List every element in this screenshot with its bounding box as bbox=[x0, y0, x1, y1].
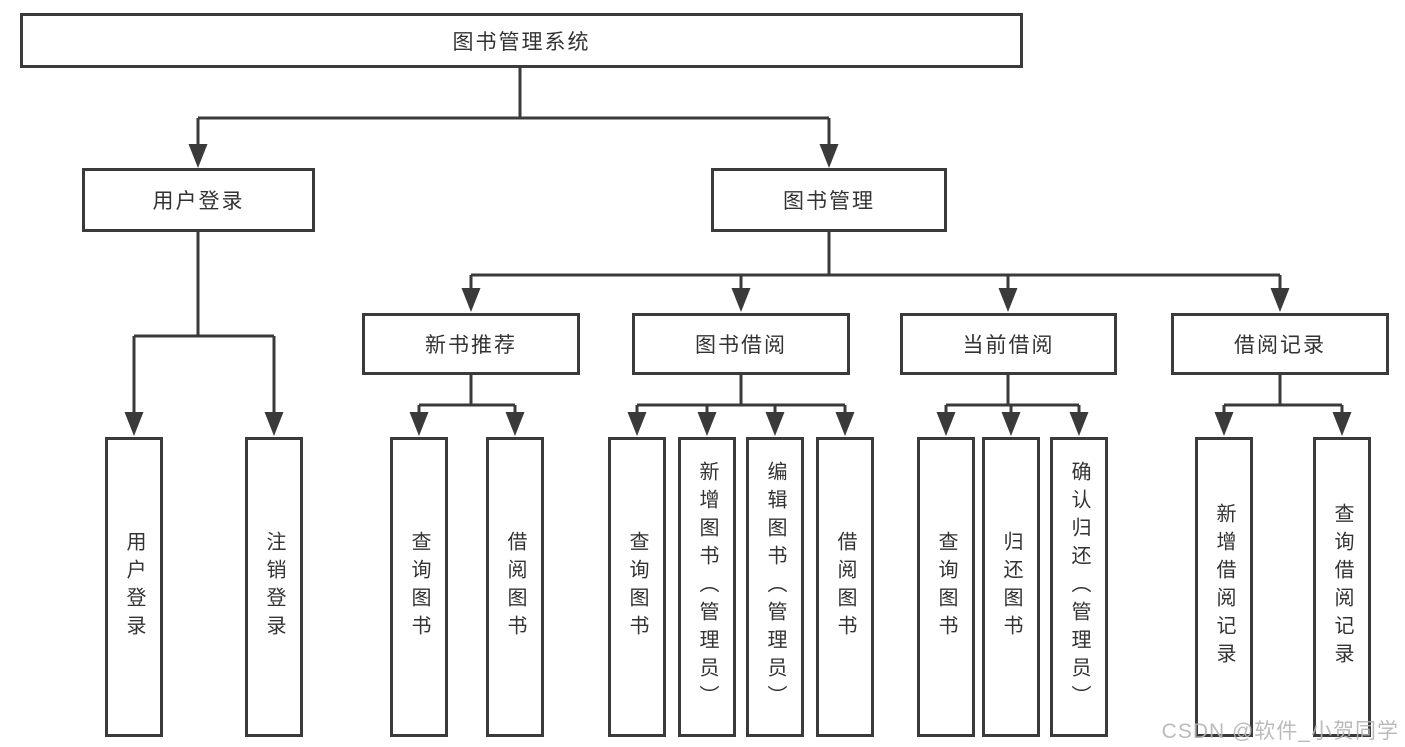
node-book-management: 图书管理 bbox=[711, 168, 947, 232]
leaf-query-books-3-label: 查询图书 bbox=[935, 531, 957, 643]
leaf-return-books-label: 归还图书 bbox=[1000, 531, 1022, 643]
connector-current-borrow-rail bbox=[946, 375, 1079, 407]
leaf-query-borrow-record: 查询借阅记录 bbox=[1313, 437, 1371, 737]
leaf-edit-books-admin: 编辑图书（管理员） bbox=[746, 437, 804, 737]
connector-book-borrow-rail bbox=[637, 375, 845, 407]
connector-user-login-rail bbox=[134, 232, 274, 338]
node-book-borrow: 图书借阅 bbox=[632, 313, 850, 375]
node-user-login: 用户登录 bbox=[82, 168, 315, 232]
connector-root-rail bbox=[198, 68, 829, 120]
node-root: 图书管理系统 bbox=[20, 13, 1023, 68]
connector-new-books-rail bbox=[419, 375, 515, 407]
leaf-edit-books-admin-label: 编辑图书（管理员） bbox=[764, 461, 786, 713]
leaf-confirm-return-admin: 确认归还（管理员） bbox=[1050, 437, 1108, 737]
leaf-logout: 注销登录 bbox=[245, 437, 303, 737]
node-book-borrow-label: 图书借阅 bbox=[695, 334, 787, 357]
leaf-add-borrow-record: 新增借阅记录 bbox=[1195, 437, 1253, 737]
leaf-borrow-books-1: 借阅图书 bbox=[486, 437, 544, 737]
leaf-query-books-1: 查询图书 bbox=[390, 437, 448, 737]
node-root-label: 图书管理系统 bbox=[452, 30, 591, 54]
leaf-user-login-label: 用户登录 bbox=[123, 531, 145, 643]
connector-borrow-records-rail bbox=[1224, 375, 1342, 407]
node-current-borrow-label: 当前借阅 bbox=[962, 334, 1055, 357]
node-new-books: 新书推荐 bbox=[362, 313, 580, 375]
node-borrow-records-label: 借阅记录 bbox=[1234, 334, 1326, 357]
node-new-books-label: 新书推荐 bbox=[425, 334, 517, 357]
leaf-borrow-books-1-label: 借阅图书 bbox=[504, 531, 526, 643]
leaf-confirm-return-admin-label: 确认归还（管理员） bbox=[1068, 461, 1090, 713]
leaf-return-books: 归还图书 bbox=[982, 437, 1040, 737]
leaf-query-books-3: 查询图书 bbox=[917, 437, 975, 737]
leaf-query-books-1-label: 查询图书 bbox=[408, 531, 430, 643]
leaf-logout-label: 注销登录 bbox=[263, 531, 285, 643]
leaf-query-books-2: 查询图书 bbox=[608, 437, 666, 737]
leaf-borrow-books-2-label: 借阅图书 bbox=[834, 531, 856, 643]
leaf-add-books-admin: 新增图书（管理员） bbox=[678, 437, 736, 737]
leaf-borrow-books-2: 借阅图书 bbox=[816, 437, 874, 737]
leaf-add-books-admin-label: 新增图书（管理员） bbox=[696, 461, 718, 713]
node-book-management-label: 图书管理 bbox=[783, 190, 875, 213]
connector-book-management-rail bbox=[471, 232, 1280, 277]
leaf-add-borrow-record-label: 新增借阅记录 bbox=[1213, 503, 1235, 671]
node-borrow-records: 借阅记录 bbox=[1171, 313, 1389, 375]
leaf-query-books-2-label: 查询图书 bbox=[626, 531, 648, 643]
leaf-user-login: 用户登录 bbox=[105, 437, 163, 737]
node-user-login-label: 用户登录 bbox=[152, 190, 245, 213]
leaf-query-borrow-record-label: 查询借阅记录 bbox=[1331, 503, 1353, 671]
node-current-borrow: 当前借阅 bbox=[900, 313, 1117, 375]
